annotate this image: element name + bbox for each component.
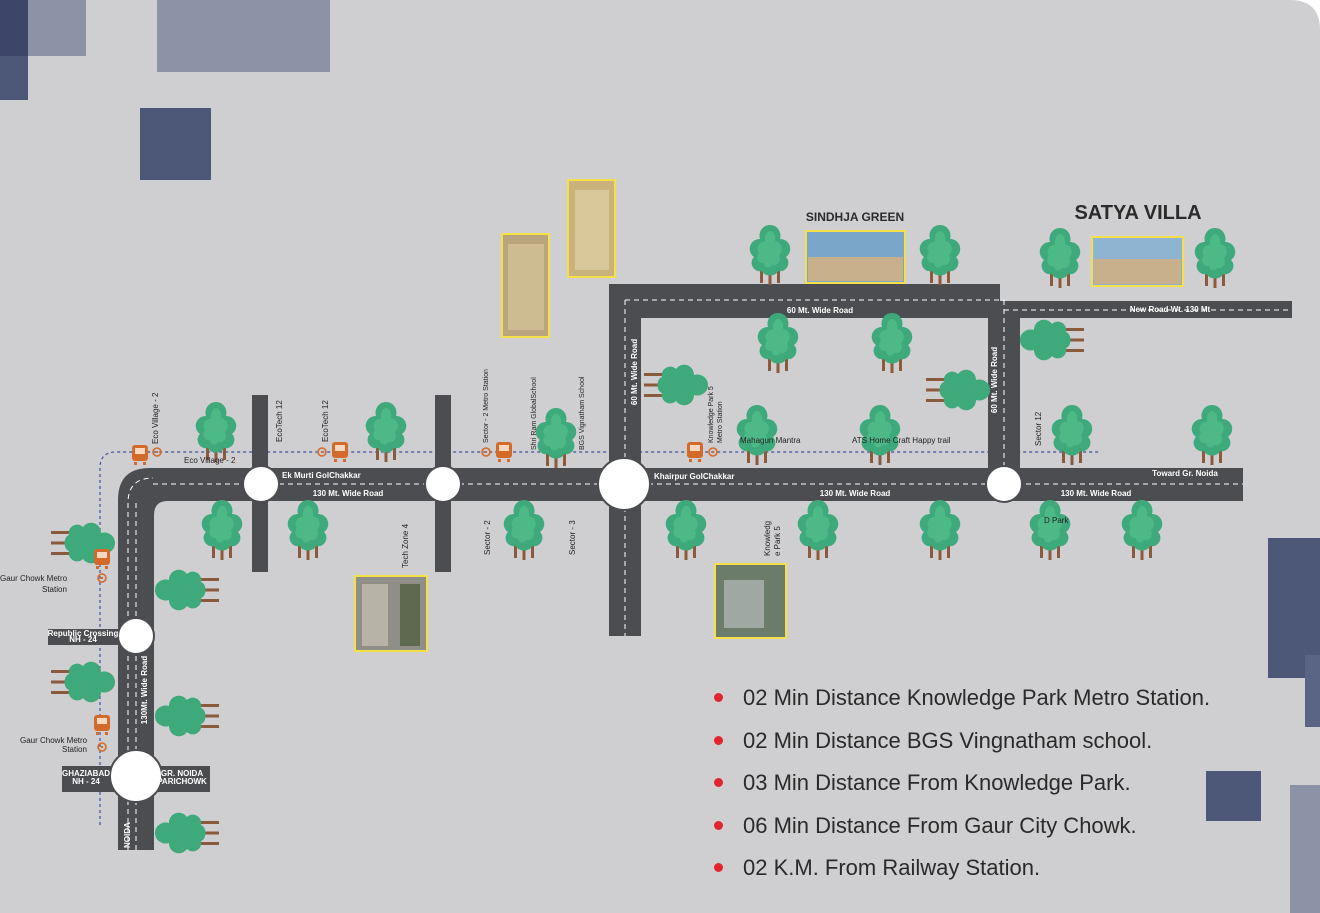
republic-chakkar bbox=[117, 617, 155, 655]
khairpur-chakkar bbox=[597, 457, 651, 511]
road-label-vertical-a: 60 Mt. Wide Road bbox=[630, 339, 639, 405]
road-label-top-right: New Road Wt. 130 Mt bbox=[1130, 305, 1211, 314]
photo-tech-zone bbox=[354, 575, 428, 652]
satya-villa-title: SATYA VILLA bbox=[1074, 202, 1201, 224]
mahagun-label: Mahagun Mantra bbox=[740, 436, 801, 445]
eco-village-vertical-label: Eco Village - 2 bbox=[151, 392, 160, 444]
sector12-chakkar bbox=[985, 465, 1023, 503]
republic-label-2: NH - 24 bbox=[69, 635, 97, 644]
road-label-vertical-b: 60 Mt. Wide Road bbox=[990, 347, 999, 413]
bullet-icon bbox=[714, 735, 723, 745]
ecotech-12-a-label: EcoTech 12 bbox=[275, 400, 284, 442]
highlight-item: 02 K.M. From Railway Station. bbox=[712, 850, 1292, 893]
sector3-label: Sector - 3 bbox=[568, 520, 577, 555]
republic-crossing-box bbox=[48, 629, 118, 645]
decor-square-4 bbox=[157, 0, 330, 72]
gr-noida-box bbox=[154, 766, 210, 792]
photo-building-2 bbox=[501, 233, 550, 338]
road-label-main-right: 130 Mt. Wide Road bbox=[1061, 489, 1132, 498]
bullet-icon bbox=[714, 820, 723, 830]
ats-label: ATS Home Craft Happy trail bbox=[852, 436, 951, 445]
highlight-item: 02 Min Distance Knowledge Park Metro Sta… bbox=[712, 680, 1292, 723]
kp5-label-2: e Park 5 bbox=[773, 526, 782, 556]
techzone-chakkar bbox=[424, 465, 462, 503]
decor-square-6 bbox=[1268, 538, 1320, 678]
road-label-main-mid: 130 Mt. Wide Road bbox=[820, 489, 891, 498]
gaur-chowk-label-2a: Gaur Chowk Metro bbox=[20, 736, 88, 745]
bgs-label: BGS Vignatham School bbox=[579, 376, 586, 450]
road-label-left-vertical: 130Mt. Wide Road bbox=[140, 656, 149, 724]
kp5-metro-label-2: Metro Station bbox=[717, 401, 724, 443]
kp5-label-1: Knowledg bbox=[763, 521, 772, 556]
ek-murti-chakkar bbox=[242, 465, 280, 503]
gr-noida-label-2: PARICHOWK bbox=[157, 777, 207, 786]
ghaziabad-label-2: NH - 24 bbox=[72, 777, 100, 786]
distance-highlights: 02 Min Distance Knowledge Park Metro Sta… bbox=[712, 680, 1292, 893]
shri-ram-label: Shri Ram GlobalSchool bbox=[531, 377, 538, 450]
d-park-label: D Park bbox=[1044, 516, 1069, 525]
gr-noida-label-1: GR. NOIDA bbox=[161, 769, 203, 778]
gaur-chowk-label-1a: Gaur Chowk Metro bbox=[0, 574, 68, 583]
ecotech-12-b-label: EcoTech 12 bbox=[321, 400, 330, 442]
gaur-chowk-label-1b: Station bbox=[42, 585, 67, 594]
photo-satya-villa bbox=[1091, 236, 1184, 287]
sector12-label: Sector 12 bbox=[1034, 411, 1043, 446]
eco-village-horizontal-label: Eco Village - 2 bbox=[184, 456, 236, 465]
republic-label-1: Republic Crossing bbox=[48, 629, 119, 638]
ek-murti-label: Ek Murti GolChakkar bbox=[282, 471, 361, 480]
highlight-item: 02 Min Distance BGS Vingnatham school. bbox=[712, 723, 1292, 766]
highlight-item: 06 Min Distance From Gaur City Chowk. bbox=[712, 808, 1292, 851]
highlight-item: 03 Min Distance From Knowledge Park. bbox=[712, 765, 1292, 808]
photo-knowledge-park bbox=[714, 563, 787, 639]
sector2-metro-label: Sector - 2 Metro Station bbox=[483, 369, 490, 443]
khairpur-label: Khairpur GolChakkar bbox=[654, 472, 734, 481]
sindhja-green-title: SINDHJA GREEN bbox=[806, 210, 904, 224]
photo-building-1 bbox=[567, 179, 616, 278]
noida-label: NOIDA bbox=[123, 822, 132, 848]
ghaziabad-box bbox=[62, 766, 118, 792]
road-label-toward: Toward Gr. Noida bbox=[1152, 469, 1218, 478]
road-label-main-left: 130 Mt. Wide Road bbox=[313, 489, 384, 498]
decor-square-8 bbox=[1206, 771, 1261, 821]
ghaziabad-label-1: GHAZIABAD bbox=[62, 769, 110, 778]
bullet-icon bbox=[714, 778, 723, 787]
decor-square-3 bbox=[0, 0, 28, 56]
road-label-top: 60 Mt. Wide Road bbox=[787, 306, 853, 315]
gaur-chowk-label-2b: Station bbox=[62, 745, 87, 754]
kp5-metro-label-1: Knowledge Park 5 bbox=[708, 386, 715, 443]
bullet-icon bbox=[714, 693, 723, 702]
bullet-icon bbox=[714, 863, 723, 872]
decor-square-7 bbox=[1305, 655, 1320, 727]
decor-square-9 bbox=[1290, 785, 1320, 913]
photo-sindhja-green bbox=[805, 230, 906, 284]
pari-chowk-chakkar bbox=[109, 749, 163, 803]
sector2-label: Sector - 2 bbox=[483, 520, 492, 555]
decor-square-5 bbox=[140, 108, 211, 180]
tech-zone4-label: Tech Zone 4 bbox=[401, 523, 410, 568]
